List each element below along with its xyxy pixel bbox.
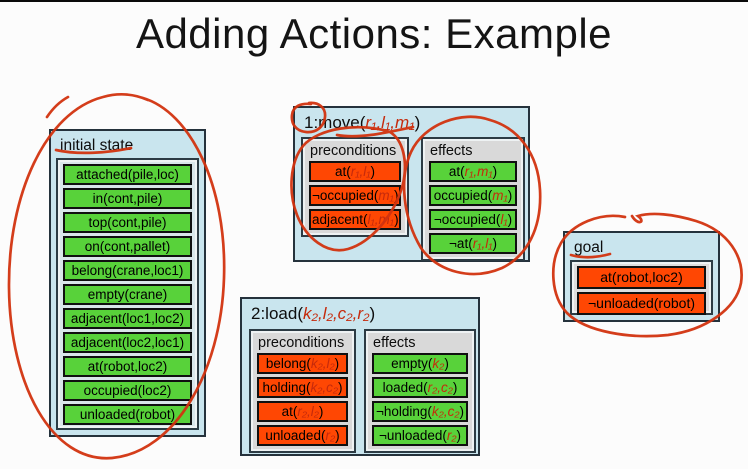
goal-fact: ¬unloaded(robot)	[577, 292, 706, 315]
state-fact: belong(crane,loc1)	[63, 260, 192, 281]
move-preconditions-box: preconditions at(r₁,l₁) ¬occupied(m₁) adja…	[301, 137, 409, 237]
load-action-title: 2:load(k₂,l₂,c₂,r₂)	[251, 304, 376, 323]
load-effects-list: empty(k₂) loaded(r₂,c₂) ¬holding(k₂,c₂) ¬un…	[370, 353, 470, 446]
load-preconditions-box: preconditions belong(k₂,l₂) holding(k₂,c₂…	[249, 329, 356, 453]
effect-fact: ¬unloaded(r₂)	[372, 425, 468, 446]
precondition-fact: belong(k₂,l₂)	[257, 353, 348, 374]
frame-top-border	[0, 0, 748, 2]
effect-fact: empty(k₂)	[372, 353, 468, 374]
state-fact: occupied(loc2)	[63, 380, 192, 401]
state-fact: adjacent(loc2,loc1)	[63, 332, 192, 353]
state-fact: top(cont,pile)	[63, 212, 192, 233]
effect-fact: ¬at(r₁,l₁)	[429, 233, 517, 254]
initial-state-label: initial state	[60, 137, 134, 154]
state-fact: at(robot,loc2)	[63, 356, 192, 377]
precondition-fact: at(r₂,l₂)	[257, 401, 348, 422]
state-fact: attached(pile,loc)	[63, 164, 192, 185]
effect-fact: ¬occupied(l₁)	[429, 209, 517, 230]
effect-fact: occupied(m₁)	[429, 185, 517, 206]
pen-start-hook-initial-state	[45, 95, 70, 119]
move-effects-header: effects	[430, 143, 473, 159]
goal-box: goal at(robot,loc2) ¬unloaded(robot)	[563, 231, 720, 322]
goal-fact: at(robot,loc2)	[577, 266, 706, 289]
move-action-title: 1:move(r₁,l₁,m₁)	[304, 113, 421, 132]
slide-title: Adding Actions: Example	[135, 10, 613, 57]
precondition-fact: ¬occupied(m₁)	[309, 185, 401, 206]
effect-fact: loaded(r₂,c₂)	[372, 377, 468, 398]
precondition-fact: holding(k₂,c₂)	[257, 377, 348, 398]
initial-state-box: initial state attached(pile,loc) in(cont,…	[49, 129, 206, 437]
load-effects-box: effects empty(k₂) loaded(r₂,c₂) ¬holding(k…	[364, 329, 476, 453]
move-preconditions-list: at(r₁,l₁) ¬occupied(m₁) adjacent(l₁,m₁)	[307, 161, 403, 230]
precondition-fact: unloaded(r₂)	[257, 425, 348, 446]
move-effects-list: at(r₁,m₁) occupied(m₁) ¬occupied(l₁) ¬at(r₁…	[427, 161, 519, 254]
effect-fact: ¬holding(k₂,c₂)	[372, 401, 468, 422]
effect-fact: at(r₁,m₁)	[429, 161, 517, 182]
load-preconditions-header: preconditions	[258, 335, 345, 351]
goal-item-list: at(robot,loc2) ¬unloaded(robot)	[570, 260, 713, 315]
state-fact: unloaded(robot)	[63, 404, 192, 425]
initial-state-item-list: attached(pile,loc) in(cont,pile) top(cont,…	[56, 158, 199, 430]
state-fact: empty(crane)	[63, 284, 192, 305]
goal-label: goal	[574, 239, 604, 256]
state-fact: on(cont,pallet)	[63, 236, 192, 257]
move-effects-box: effects at(r₁,m₁) occupied(m₁) ¬occupied(l…	[421, 137, 525, 261]
move-preconditions-header: preconditions	[310, 143, 397, 159]
load-effects-header: effects	[373, 335, 416, 351]
precondition-fact: at(r₁,l₁)	[309, 161, 401, 182]
precondition-fact: adjacent(l₁,m₁)	[309, 209, 401, 230]
move-action-box: 1:move(r₁,l₁,m₁) preconditions at(r₁,l₁)…	[293, 106, 530, 262]
load-action-box: 2:load(k₂,l₂,c₂,r₂) preconditions belong…	[240, 297, 480, 456]
state-fact: in(cont,pile)	[63, 188, 192, 209]
load-preconditions-list: belong(k₂,l₂) holding(k₂,c₂) at(r₂,l₂) unlo…	[255, 353, 350, 446]
state-fact: adjacent(loc1,loc2)	[63, 308, 192, 329]
